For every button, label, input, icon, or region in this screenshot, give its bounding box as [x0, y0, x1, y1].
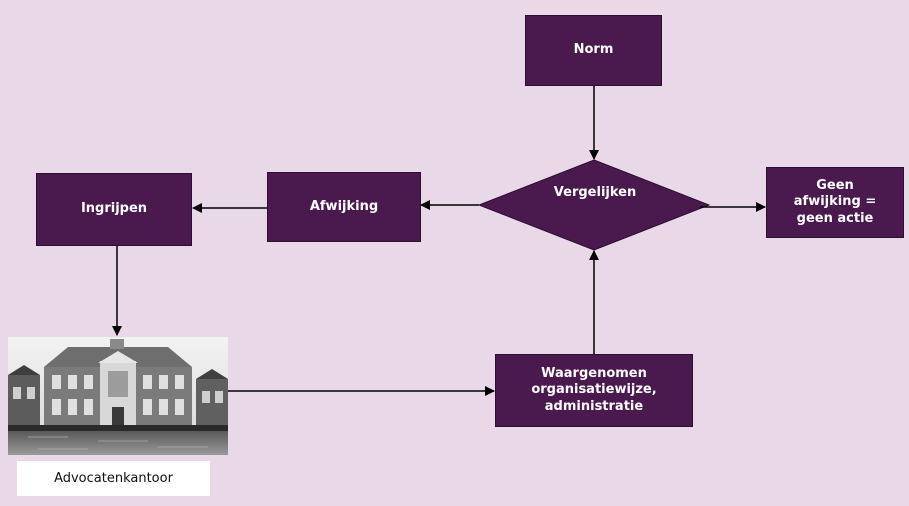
node-waargenomen: Waargenomen organisatiewijze, administra…	[495, 354, 693, 427]
vergelijken-diamond	[477, 159, 711, 251]
node-waargenomen-label: Waargenomen organisatiewijze, administra…	[531, 366, 657, 414]
node-afwijking-label: Afwijking	[309, 198, 379, 214]
building-photo	[8, 337, 228, 455]
node-ingrijpen-label: Ingrijpen	[80, 201, 148, 217]
node-afwijking: Afwijking	[267, 172, 421, 242]
node-ingrijpen: Ingrijpen	[36, 173, 192, 246]
node-geen-actie: Geen afwijking = geen actie	[766, 167, 904, 238]
node-geen-actie-label: Geen afwijking = geen actie	[793, 178, 877, 226]
photo-caption: Advocatenkantoor	[17, 461, 210, 496]
node-vergelijken-label: Vergelijken	[553, 185, 637, 200]
node-norm-label: Norm	[573, 42, 614, 58]
node-norm: Norm	[525, 15, 662, 86]
